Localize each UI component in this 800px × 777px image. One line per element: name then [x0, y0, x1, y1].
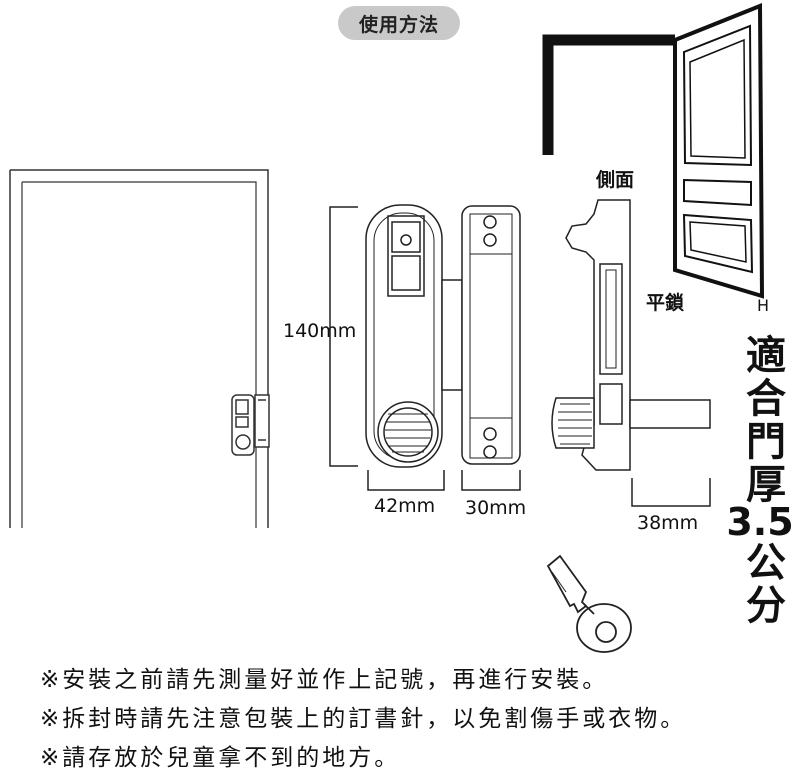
height-dimension-bracket	[329, 206, 358, 467]
door-thickness-unit-char: 公	[746, 540, 786, 586]
instruction-note-measure: ※安裝之前請先測量好並作上記號，再進行安裝。	[40, 667, 609, 693]
instruction-note-children: ※請存放於兒童拿不到的地方。	[40, 745, 401, 771]
door-thickness-char: 適	[746, 333, 786, 379]
side-view-label: 側面	[596, 169, 635, 191]
door-thickness-number: 3.5	[726, 500, 794, 544]
width-dimension-brackets	[367, 470, 521, 491]
instruction-note-staples: ※拆封時請先注意包裝上的訂書針，以免割傷手或衣物。	[40, 706, 687, 732]
lock-side-view	[551, 199, 711, 471]
lock-front-view	[365, 204, 463, 468]
depth-dimension-label: 38mm	[637, 512, 699, 534]
front-width-dimension-label: 42mm	[374, 495, 436, 517]
door-thickness-char: 厚	[746, 462, 786, 508]
door-thickness-unit-char: 分	[746, 583, 786, 629]
open-door-illustration	[542, 3, 765, 299]
depth-dimension-bracket	[631, 478, 711, 507]
back-width-dimension-label: 30mm	[465, 497, 527, 519]
door-thickness-char: 合	[746, 376, 786, 422]
height-dimension-label: 140mm	[283, 320, 357, 342]
door-with-lock-illustration	[9, 169, 270, 528]
lock-back-plate-view	[461, 205, 521, 465]
key-illustration	[546, 554, 632, 653]
flat-lock-label: 平鎖	[646, 292, 685, 314]
door-thickness-char: 門	[746, 419, 786, 465]
page-title: 使用方法	[338, 6, 460, 40]
door-height-marker: H	[757, 296, 770, 315]
